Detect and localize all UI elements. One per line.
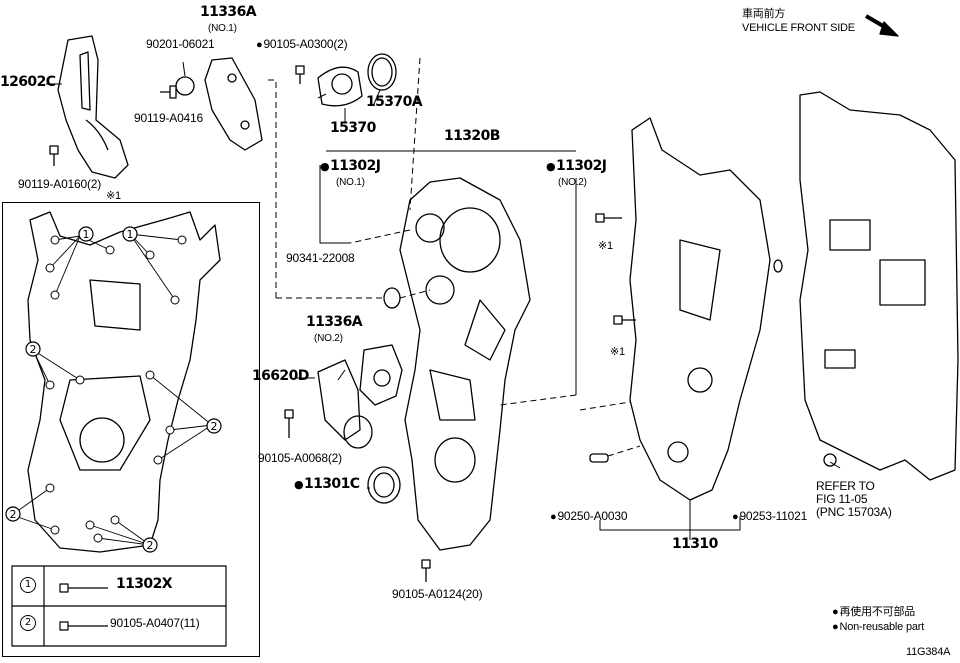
label-11302j-no1[interactable]: 11302J <box>320 159 381 173</box>
legend-part-11302x[interactable]: 11302X <box>116 576 173 592</box>
figure-id: 11G384A <box>906 646 951 658</box>
note-mark-a: ※1 <box>598 240 613 252</box>
plug-90201 <box>175 76 195 96</box>
callout-2-d: 2 <box>147 539 154 552</box>
bracket-11336a-no1 <box>204 57 263 151</box>
pin-90250 <box>589 453 609 463</box>
legend-num-1-wrap: 1 <box>20 577 36 593</box>
chain-case-11320b <box>399 177 531 551</box>
oring-90341 <box>383 287 401 309</box>
label-11336a-no1-sub: (NO.1) <box>208 23 237 34</box>
label-90119-a0160[interactable]: 90119-A0160(2) <box>18 177 102 191</box>
gasket-inset-frame <box>2 202 260 657</box>
inset-bolt-holes <box>45 235 187 543</box>
refer-line-3[interactable]: (PNC 15703A) <box>816 505 892 519</box>
label-11336a-no2[interactable]: 11336A <box>306 314 363 330</box>
label-11302j-no2-sub: (NO.2) <box>558 177 587 188</box>
label-11302j-no1-sub: (NO.1) <box>336 177 365 188</box>
legend-num-2: 2 <box>20 615 36 631</box>
label-90105-a0068[interactable]: 90105-A0068(2) <box>258 451 342 465</box>
label-90105-a0124[interactable]: 90105-A0124(20) <box>392 587 483 601</box>
label-16620d[interactable]: 16620D <box>252 368 309 384</box>
note-mark-top: ※1 <box>106 190 121 202</box>
label-11310[interactable]: 11310 <box>672 536 718 552</box>
timing-cover-12602c <box>57 35 129 179</box>
label-11336a-no2-sub: (NO.2) <box>314 333 343 344</box>
callout-2-c: 2 <box>10 508 17 521</box>
label-90341-22008[interactable]: 90341-22008 <box>286 251 355 265</box>
label-90250-a0030[interactable]: 90250-A0030 <box>550 510 627 524</box>
label-11336a-no1[interactable]: 11336A <box>200 4 257 20</box>
label-90253-11021[interactable]: 90253-11021 <box>732 510 807 524</box>
bolt-icons <box>49 65 636 582</box>
legend-part-90105-a0407[interactable]: 90105-A0407(11) <box>110 616 200 630</box>
inset-legend-table <box>11 565 227 647</box>
label-11302j-no2[interactable]: 11302J <box>546 159 607 173</box>
tensioner-16620d <box>317 359 373 449</box>
note-non-reusable-en: Non-reusable part <box>832 621 924 634</box>
note-mark-b: ※1 <box>610 346 625 358</box>
inset-callouts: 1 1 2 2 2 2 <box>5 226 222 553</box>
gasket-11302x <box>27 211 221 553</box>
callout-2-a: 2 <box>30 343 37 356</box>
arrow-head-icon <box>879 21 899 37</box>
refer-line-1[interactable]: REFER TO <box>816 479 875 493</box>
oil-seal-11301c <box>367 466 401 504</box>
label-90105-a0300[interactable]: 90105-A0300(2) <box>256 38 347 52</box>
callout-2-b: 2 <box>211 420 218 433</box>
cover-11310 <box>629 117 771 501</box>
bracket-11336a-no2 <box>359 344 403 406</box>
legend-num-1: 1 <box>20 577 36 593</box>
label-11301c[interactable]: 11301C <box>294 477 360 491</box>
label-90201-06021[interactable]: 90201-06021 <box>146 37 215 51</box>
vehicle-front-en: VEHICLE FRONT SIDE <box>742 22 855 34</box>
legend-num-2-wrap: 2 <box>20 615 36 631</box>
callout-1-a: 1 <box>83 228 90 241</box>
pin-90253 <box>773 259 783 273</box>
label-90119-a0416[interactable]: 90119-A0416 <box>134 111 203 125</box>
label-12602c[interactable]: 12602C <box>0 74 56 90</box>
vehicle-front-jp: 車両前方 <box>742 8 786 20</box>
label-15370[interactable]: 15370 <box>330 120 376 136</box>
idler-15370 <box>317 53 397 107</box>
refer-line-2[interactable]: FIG 11-05 <box>816 492 868 506</box>
note-non-reusable-jp: 再使用不可部品 <box>832 606 915 619</box>
dashed-guides <box>268 57 641 457</box>
label-15370a[interactable]: 15370A <box>366 94 423 110</box>
engine-block <box>799 91 959 481</box>
label-11320b[interactable]: 11320B <box>444 128 500 144</box>
callout-1-b: 1 <box>127 228 134 241</box>
